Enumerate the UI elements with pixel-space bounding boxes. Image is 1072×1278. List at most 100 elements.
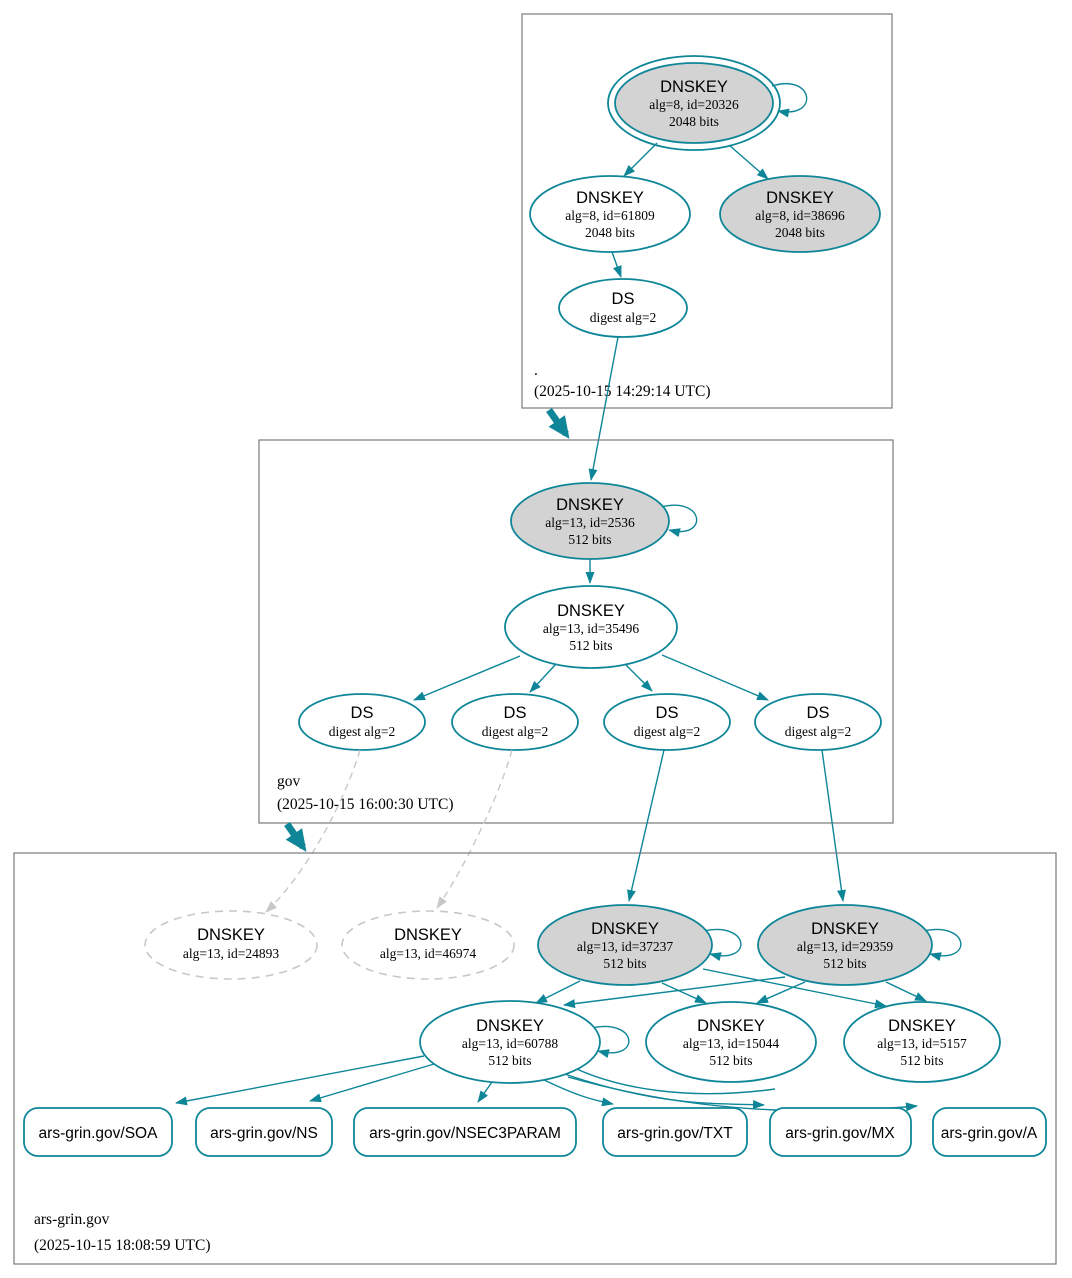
zone-timestamp-arsgrin: (2025-10-15 18:08:59 UTC)	[34, 1237, 211, 1254]
edge-60788-to-soa	[175, 1055, 425, 1106]
rrset-ns[interactable]: ars-grin.gov/NS	[195, 1107, 333, 1157]
node-gov-dnskey-2536[interactable]: DNSKEY alg=13, id=2536 512 bits	[510, 482, 670, 560]
zone-box-arsgrin	[13, 852, 1057, 1265]
node-title: DNSKEY	[697, 1017, 765, 1035]
node-detail: alg=13, id=24893	[183, 946, 279, 961]
node-title: DS	[504, 704, 527, 722]
delegation-gov-to-arsgrin	[284, 822, 307, 852]
node-title: DNSKEY	[591, 920, 659, 938]
zone-timestamp-gov: (2025-10-15 16:00:30 UTC)	[277, 796, 454, 813]
zone-label-arsgrin: ars-grin.gov	[34, 1211, 110, 1228]
edge-37237-to-15044	[661, 982, 707, 1004]
node-title: DS	[807, 704, 830, 722]
node-detail: alg=13, id=5157	[877, 1036, 967, 1051]
node-title: DNSKEY	[197, 926, 265, 944]
node-detail: alg=8, id=38696	[755, 208, 845, 223]
rrset-mx[interactable]: ars-grin.gov/MX	[769, 1107, 912, 1157]
zone-gov: DNSKEY alg=13, id=2536 512 bits DNSKEY a…	[258, 439, 894, 824]
node-detail: digest alg=2	[634, 724, 700, 739]
edge-root-ksk-to-key38696	[728, 144, 769, 180]
node-gov-ds2[interactable]: DS digest alg=2	[451, 693, 579, 751]
node-title: DNSKEY	[476, 1017, 544, 1035]
node-bits: 512 bits	[823, 956, 866, 971]
node-detail: alg=13, id=2536	[545, 515, 635, 530]
edge-arsgrin-ksk2-selfsign	[923, 928, 962, 962]
node-title: DS	[351, 704, 374, 722]
zone-label-gov: gov	[277, 773, 301, 790]
node-root-dnskey-20326[interactable]: DNSKEY alg=8, id=20326 2048 bits	[607, 55, 781, 151]
rrset-label: ars-grin.gov/NS	[210, 1125, 318, 1142]
node-root-dnskey-61809[interactable]: DNSKEY alg=8, id=61809 2048 bits	[529, 175, 691, 253]
edge-gov-zsk-to-ds3	[624, 663, 653, 692]
node-arsgrin-dnskey-15044[interactable]: DNSKEY alg=13, id=15044 512 bits	[645, 1001, 817, 1083]
node-arsgrin-dnskey-5157[interactable]: DNSKEY alg=13, id=5157 512 bits	[843, 1001, 1001, 1083]
edge-29359-to-15044	[756, 981, 806, 1004]
edge-arsgrin-ksk1-selfsign	[703, 928, 742, 962]
node-arsgrin-dnskey-60788[interactable]: DNSKEY alg=13, id=60788 512 bits	[419, 1000, 601, 1084]
edge-29359-to-60788	[563, 976, 786, 1009]
node-bits: 2048 bits	[585, 225, 635, 240]
node-title: DS	[656, 704, 679, 722]
node-bits: 512 bits	[603, 956, 646, 971]
node-gov-dnskey-35496[interactable]: DNSKEY alg=13, id=35496 512 bits	[504, 585, 678, 669]
node-detail: digest alg=2	[482, 724, 548, 739]
node-bits: 512 bits	[569, 638, 612, 653]
node-detail: alg=13, id=35496	[543, 621, 639, 636]
node-arsgrin-dnskey-37237[interactable]: DNSKEY alg=13, id=37237 512 bits	[537, 904, 713, 986]
node-detail: digest alg=2	[329, 724, 395, 739]
edge-37237-to-60788	[535, 980, 581, 1004]
node-gov-ds3[interactable]: DS digest alg=2	[603, 693, 731, 751]
edge-root-zsk-to-ds	[611, 251, 622, 278]
rrset-label: ars-grin.gov/MX	[785, 1125, 895, 1142]
rrset-label: ars-grin.gov/SOA	[39, 1125, 159, 1142]
node-bits: 512 bits	[900, 1053, 943, 1068]
node-title: DNSKEY	[888, 1017, 956, 1035]
node-detail: digest alg=2	[590, 310, 656, 325]
rrset-label: ars-grin.gov/NSEC3PARAM	[369, 1125, 561, 1142]
node-title: DNSKEY	[766, 189, 834, 207]
rrset-label: ars-grin.gov/A	[941, 1125, 1038, 1142]
node-detail: alg=8, id=61809	[565, 208, 655, 223]
node-title: DNSKEY	[557, 602, 625, 620]
node-detail: alg=8, id=20326	[649, 97, 739, 112]
zone-arsgrin: DNSKEY alg=13, id=24893 DNSKEY alg=13, i…	[13, 852, 1057, 1265]
edge-gov-zsk-to-ds2	[529, 663, 557, 693]
node-arsgrin-dnskey-29359[interactable]: DNSKEY alg=13, id=29359 512 bits	[757, 904, 933, 986]
node-title: DNSKEY	[576, 189, 644, 207]
edge-gov-ds2-to-missing-46974	[436, 749, 513, 909]
zone-root: DNSKEY alg=8, id=20326 2048 bits DNSKEY …	[521, 13, 893, 409]
node-bits: 512 bits	[568, 532, 611, 547]
node-title: DNSKEY	[394, 926, 462, 944]
edge-60788-selfsign-return-arc	[556, 1058, 776, 1095]
node-title: DNSKEY	[811, 920, 879, 938]
node-bits: 2048 bits	[775, 225, 825, 240]
rrset-a[interactable]: ars-grin.gov/A	[932, 1107, 1047, 1157]
node-bits: 2048 bits	[669, 114, 719, 129]
edge-root-ds-to-gov-ksk	[588, 336, 619, 481]
edge-60788-to-nsec3param	[477, 1081, 493, 1103]
node-gov-ds4[interactable]: DS digest alg=2	[754, 693, 882, 751]
node-arsgrin-dnskey-24893-missing[interactable]: DNSKEY alg=13, id=24893	[144, 910, 318, 980]
zone-timestamp-root: (2025-10-15 14:29:14 UTC)	[534, 383, 711, 400]
node-detail: alg=13, id=46974	[380, 946, 476, 961]
edge-60788-to-txt	[535, 1075, 614, 1107]
rrset-txt[interactable]: ars-grin.gov/TXT	[602, 1107, 748, 1157]
rrset-nsec3param[interactable]: ars-grin.gov/NSEC3PARAM	[353, 1107, 577, 1157]
node-root-ds[interactable]: DS digest alg=2	[558, 278, 688, 338]
rrset-label: ars-grin.gov/TXT	[617, 1125, 733, 1142]
edge-37237-to-5157	[702, 968, 887, 1009]
node-gov-ds1[interactable]: DS digest alg=2	[298, 693, 426, 751]
rrset-soa[interactable]: ars-grin.gov/SOA	[23, 1107, 173, 1157]
node-title: DNSKEY	[556, 496, 624, 514]
edge-gov-zsk-to-ds4	[661, 654, 769, 701]
node-root-dnskey-38696[interactable]: DNSKEY alg=8, id=38696 2048 bits	[719, 175, 881, 253]
edge-gov-ksk-selfsign	[660, 504, 698, 538]
zone-label-root: .	[534, 362, 538, 379]
edge-root-ksk-to-zsk	[623, 142, 658, 177]
edge-60788-to-ns	[309, 1063, 435, 1103]
node-arsgrin-dnskey-46974-missing[interactable]: DNSKEY alg=13, id=46974	[341, 910, 515, 980]
zone-box-gov	[258, 439, 894, 824]
node-title: DS	[612, 290, 635, 308]
